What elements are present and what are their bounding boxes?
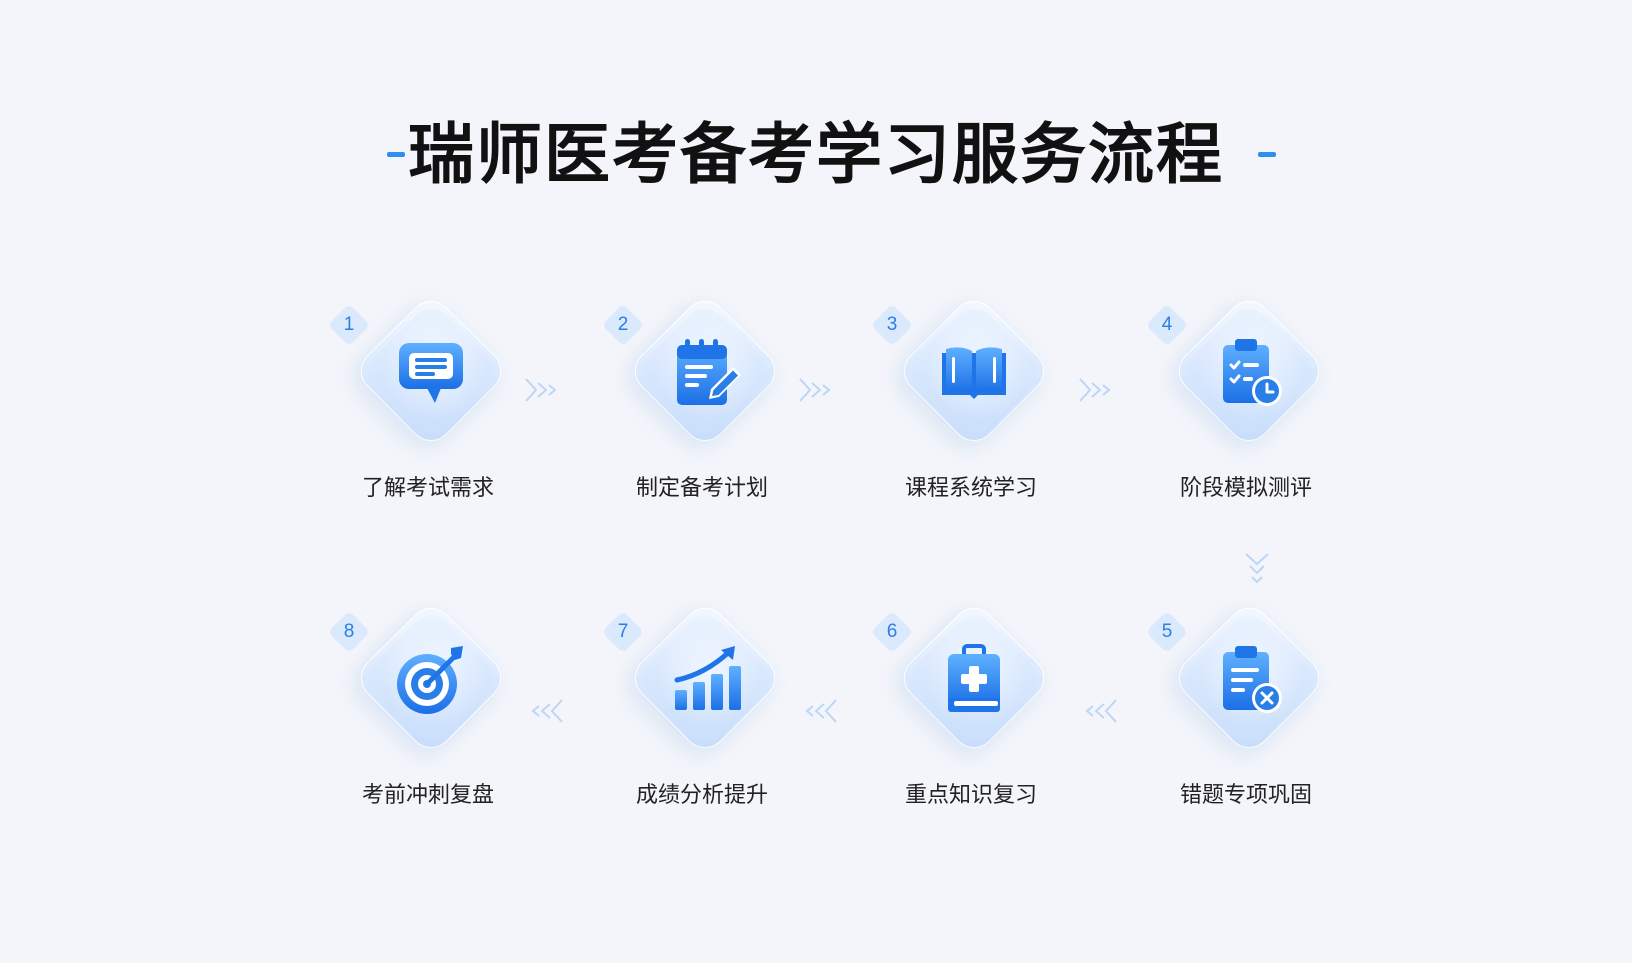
chevron-right-icon [799, 378, 831, 402]
medical-kit-icon [948, 644, 1000, 712]
step-5: 5 错题专项巩固 [1145, 598, 1346, 837]
plan-edit-icon [677, 339, 741, 405]
step-3: 3 课程系统学习 [870, 291, 1071, 530]
growth-chart-icon [674, 646, 741, 710]
step-number: 7 [617, 621, 629, 642]
chevron-right-icon [1079, 378, 1111, 402]
step-number: 8 [343, 621, 355, 642]
clipboard-error-icon [1223, 646, 1282, 713]
chevron-right-icon [525, 378, 557, 402]
step-label: 考前冲刺复盘 [361, 783, 494, 808]
clipboard-clock-icon [1223, 339, 1282, 406]
step-label: 成绩分析提升 [635, 783, 768, 808]
title-bar: 瑞师医考备考学习服务流程 [0, 110, 1632, 200]
chevron-left-icon [805, 699, 837, 723]
chevron-left-icon [531, 699, 563, 723]
chevron-down-icon [1245, 553, 1269, 584]
title-dash-right [1258, 152, 1276, 157]
step-6: 6 重点知识复习 [870, 598, 1071, 837]
step-number: 1 [343, 314, 355, 335]
chevron-left-icon [1085, 699, 1117, 723]
step-number: 5 [1161, 621, 1173, 642]
book-icon [942, 347, 1006, 399]
target-icon [397, 646, 463, 714]
title-dash-left [387, 152, 405, 157]
step-number: 6 [886, 621, 898, 642]
step-label: 阶段模拟测评 [1179, 476, 1312, 501]
step-8: 8 考前冲刺复盘 [327, 598, 528, 837]
step-label: 了解考试需求 [361, 476, 494, 501]
step-4: 4 阶段模拟测评 [1145, 291, 1346, 530]
step-label: 重点知识复习 [904, 783, 1037, 808]
step-number: 4 [1161, 314, 1173, 335]
step-label: 错题专项巩固 [1179, 783, 1312, 808]
chat-icon [399, 343, 463, 403]
step-label: 制定备考计划 [635, 476, 768, 501]
step-number: 2 [617, 314, 629, 335]
page-title: 瑞师医考备考学习服务流程 [408, 116, 1224, 193]
step-7: 7 成绩分析提升 [601, 598, 802, 837]
step-2: 2 制定备考计划 [601, 291, 802, 530]
step-1: 1 了解考试需求 [327, 291, 528, 530]
step-number: 3 [886, 314, 898, 335]
step-label: 课程系统学习 [904, 476, 1037, 501]
